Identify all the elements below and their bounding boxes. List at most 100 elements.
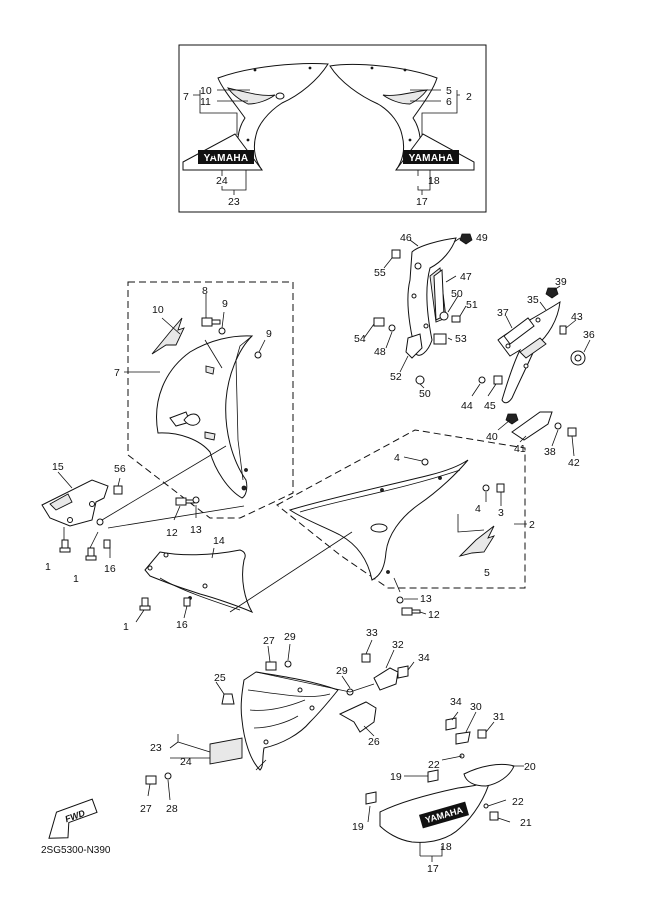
- callout-label: 40: [486, 431, 498, 443]
- callout-label: 7: [114, 367, 120, 379]
- callout-label: 1: [45, 561, 51, 573]
- callout-label: 55: [374, 267, 386, 279]
- diagram-code: 2SG5300-N390: [41, 845, 111, 856]
- under-cowling-group: YAMAHA: [365, 711, 524, 862]
- fwd-arrow-icon: FWD: [48, 798, 98, 839]
- callout-label: 13: [420, 593, 432, 605]
- callout-label: 27: [263, 635, 275, 647]
- washer-4a: [421, 458, 429, 466]
- bracket-41: [511, 411, 553, 441]
- bolt-12b: [401, 607, 421, 616]
- lower-cowling-group: [145, 639, 415, 801]
- nut-34a: [397, 665, 409, 679]
- washer-28: [164, 772, 172, 780]
- washer-38: [554, 422, 562, 430]
- callout-label: 51: [466, 299, 478, 311]
- bolt-16b: [183, 597, 191, 607]
- bolt-1c: [139, 597, 151, 611]
- bolt-54: [373, 317, 385, 327]
- callout-label: 52: [390, 371, 402, 383]
- callout-label: 47: [460, 271, 472, 283]
- callout-label: 4: [394, 452, 400, 464]
- bolt-27a: [265, 661, 277, 671]
- bolt-56: [113, 485, 123, 495]
- callout-label: 13: [190, 524, 202, 536]
- clip-25: [221, 693, 235, 705]
- callout-label: 26: [368, 736, 380, 748]
- grommet-50b: [415, 375, 425, 385]
- bracket-46-group: [363, 233, 473, 389]
- decal-10: [151, 317, 185, 355]
- callout-label: 36: [583, 329, 595, 341]
- bolt-42: [567, 427, 577, 437]
- washer-29a: [284, 660, 292, 668]
- callout-label: 54: [354, 333, 366, 345]
- callout-label: 12: [428, 609, 440, 621]
- nut-39: [545, 287, 559, 299]
- nut-40: [505, 413, 519, 425]
- bolt-45: [493, 375, 503, 385]
- grommet-50a: [439, 311, 449, 321]
- callout-label: 2: [466, 91, 472, 103]
- callout-label: 3: [498, 507, 504, 519]
- bolt-33: [361, 653, 371, 663]
- washer-9b: [254, 351, 262, 359]
- callout-label: 34: [450, 696, 462, 708]
- callout-label: 9: [266, 328, 272, 340]
- callout-label: 56: [114, 463, 126, 475]
- washer-4b: [482, 484, 490, 492]
- washer-13b: [396, 596, 404, 604]
- callout-label: 44: [461, 400, 473, 412]
- assembly-2-frame: [276, 429, 527, 616]
- assembly-7-frame: [124, 281, 294, 519]
- bolt-8: [201, 317, 221, 327]
- bolt-43: [559, 325, 567, 335]
- callout-label: 1: [123, 621, 129, 633]
- bracket-52: [405, 333, 423, 359]
- collar-22b: [483, 803, 489, 809]
- callout-label: 1: [73, 573, 79, 585]
- callout-label: 16: [104, 563, 116, 575]
- callout-label: 7: [183, 91, 189, 103]
- callout-label: 5: [446, 85, 452, 97]
- decal-inset-box: YAMAHA YAMAHA: [178, 44, 487, 213]
- right-cowling-panel: [329, 64, 438, 171]
- callout-label: 10: [200, 85, 212, 97]
- callout-label: 6: [446, 96, 452, 108]
- bolt-27b: [145, 775, 157, 785]
- nut-19a: [427, 769, 439, 783]
- callout-label: 24: [180, 756, 192, 768]
- callout-label: 41: [514, 443, 526, 455]
- callout-label: 17: [427, 863, 439, 875]
- bolt-12a: [175, 497, 195, 506]
- callout-label: 22: [512, 796, 524, 808]
- bracket-26: [338, 701, 377, 733]
- callout-label: 45: [484, 400, 496, 412]
- callout-label: 28: [166, 803, 178, 815]
- callout-label: 50: [419, 388, 431, 400]
- washer-9a: [218, 327, 226, 335]
- left-upper-cowling: [156, 335, 254, 499]
- callout-label: 29: [336, 665, 348, 677]
- stay-32: [373, 667, 399, 691]
- callout-label: 30: [470, 701, 482, 713]
- callout-label: 21: [520, 817, 532, 829]
- callout-label: 53: [455, 333, 467, 345]
- callout-label: 18: [440, 841, 452, 853]
- callout-label: 19: [352, 821, 364, 833]
- callout-label: 48: [374, 346, 386, 358]
- bolt-21: [489, 811, 499, 821]
- bolt-51: [451, 315, 461, 323]
- bolt-31: [477, 729, 487, 739]
- callout-label: 46: [400, 232, 412, 244]
- callout-label: 20: [524, 761, 536, 773]
- bolt-55: [391, 249, 401, 259]
- callout-label: 29: [284, 631, 296, 643]
- callout-label: 22: [428, 759, 440, 771]
- callout-label: 38: [544, 446, 556, 458]
- callout-label: 34: [418, 652, 430, 664]
- rubber-53: [433, 333, 447, 345]
- callout-label: 43: [571, 311, 583, 323]
- bolt-3: [496, 483, 505, 493]
- decal-24: [209, 737, 243, 765]
